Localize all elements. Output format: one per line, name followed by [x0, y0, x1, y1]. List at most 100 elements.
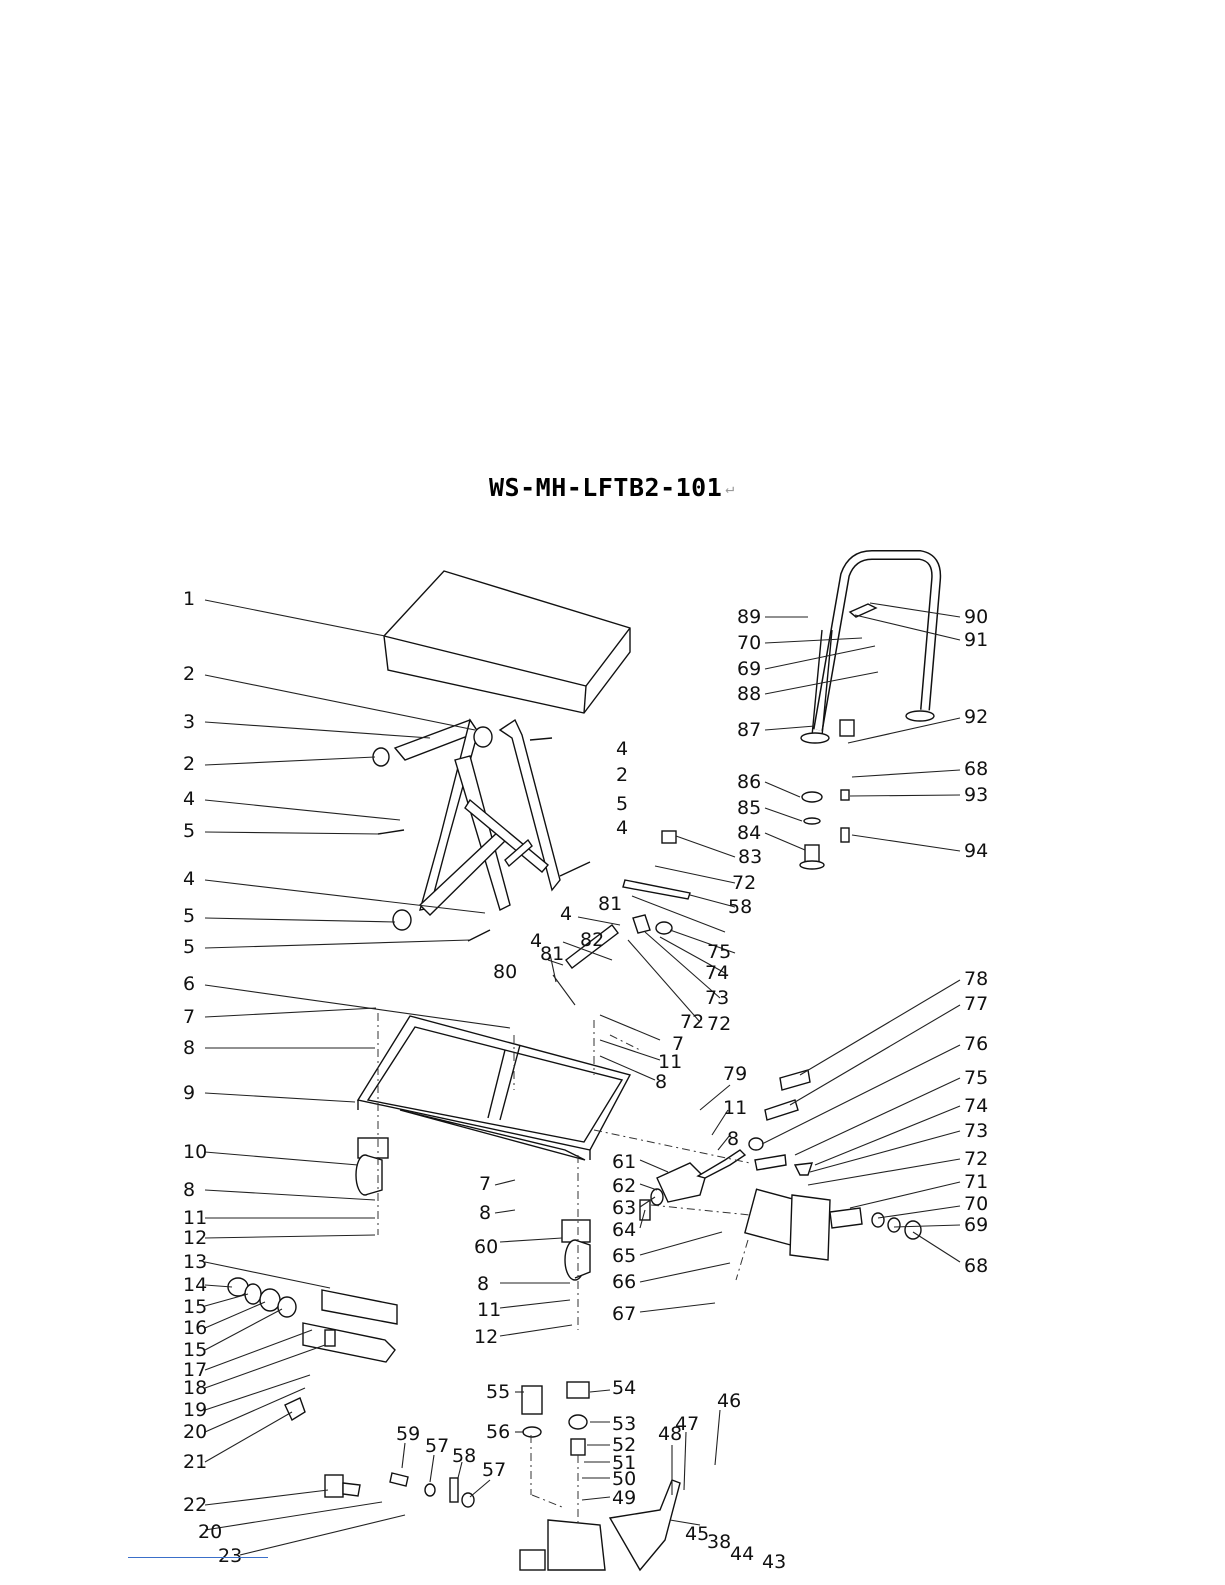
callout-number: 12 — [183, 1227, 207, 1249]
callout-number: 57 — [425, 1435, 449, 1457]
return-mark: ↵ — [725, 479, 735, 497]
callout-number: 94 — [964, 840, 988, 862]
callout-number: 61 — [612, 1151, 636, 1173]
callout-number: 7 — [672, 1033, 684, 1055]
callout-number: 20 — [198, 1521, 222, 1543]
hydraulic-cylinder — [744, 1188, 922, 1261]
callout-number: 72 — [732, 872, 756, 894]
callout-number: 2 — [183, 753, 195, 775]
callout-number: 80 — [493, 961, 517, 983]
callout-number: 76 — [964, 1033, 988, 1055]
callout-number: 5 — [183, 820, 195, 842]
callout-number: 74 — [964, 1095, 988, 1117]
callout-number: 4 — [560, 903, 572, 925]
callout-number: 4 — [616, 817, 628, 839]
callout-number: 88 — [737, 683, 761, 705]
callout-number: 54 — [612, 1377, 636, 1399]
callout-number: 13 — [183, 1251, 207, 1273]
alignment-lines — [377, 1013, 751, 1525]
callout-number: 46 — [717, 1390, 741, 1412]
callout-number: 78 — [964, 968, 988, 990]
callout-number: 87 — [737, 719, 761, 741]
callout-number: 2 — [183, 663, 195, 685]
callout-number: 57 — [482, 1459, 506, 1481]
callout-number: 58 — [728, 896, 752, 918]
callout-number: 38 — [707, 1531, 731, 1553]
callout-number: 79 — [723, 1063, 747, 1085]
callout-number: 1 — [183, 588, 195, 610]
callout-number: 65 — [612, 1245, 636, 1267]
valve-linkage — [565, 830, 691, 969]
callout-number: 58 — [452, 1445, 476, 1467]
rear-caster — [355, 1137, 389, 1196]
callout-number: 73 — [705, 987, 729, 1009]
callout-number: 91 — [964, 629, 988, 651]
callout-number: 3 — [183, 711, 195, 733]
callout-number: 8 — [655, 1071, 667, 1093]
callout-number: 81 — [540, 943, 564, 965]
callout-number: 75 — [707, 941, 731, 963]
callout-number: 5 — [183, 905, 195, 927]
callout-numbers: 1232454254455678910811121314151615171819… — [183, 588, 988, 1573]
callout-number: 56 — [486, 1421, 510, 1443]
callout-number: 44 — [730, 1543, 754, 1565]
callout-number: 4 — [183, 868, 195, 890]
callout-number: 49 — [612, 1487, 636, 1509]
callout-number: 7 — [183, 1006, 195, 1028]
callout-number: 5 — [183, 936, 195, 958]
table-platform — [383, 570, 631, 714]
callout-number: 4 — [530, 930, 542, 952]
callout-number: 10 — [183, 1141, 207, 1163]
callout-number: 81 — [598, 893, 622, 915]
footer-rule — [128, 1557, 268, 1558]
callout-number: 20 — [183, 1421, 207, 1443]
callout-number: 84 — [737, 822, 761, 844]
callout-number: 86 — [737, 771, 761, 793]
scissor-arms — [372, 718, 591, 942]
push-handle — [800, 550, 942, 744]
callout-number: 22 — [183, 1494, 207, 1516]
callout-number: 85 — [737, 797, 761, 819]
callout-number: 72 — [964, 1148, 988, 1170]
callout-number: 90 — [964, 606, 988, 628]
callout-number: 11 — [183, 1207, 207, 1229]
callout-number: 11 — [477, 1299, 501, 1321]
callout-number: 8 — [477, 1273, 489, 1295]
callout-number: 93 — [964, 784, 988, 806]
callout-number: 6 — [183, 973, 195, 995]
callout-number: 8 — [183, 1179, 195, 1201]
callout-number: 64 — [612, 1219, 636, 1241]
callout-number: 89 — [737, 606, 761, 628]
callout-number: 67 — [612, 1303, 636, 1325]
callout-number: 17 — [183, 1359, 207, 1381]
callout-number: 53 — [612, 1413, 636, 1435]
callout-number: 50 — [612, 1468, 636, 1490]
callout-number: 16 — [183, 1317, 207, 1339]
callout-number: 51 — [612, 1452, 636, 1474]
callout-number: 15 — [183, 1339, 207, 1361]
callout-number: 62 — [612, 1175, 636, 1197]
callout-number: 4 — [616, 738, 628, 760]
callout-number: 72 — [680, 1011, 704, 1033]
callout-number: 55 — [486, 1381, 510, 1403]
callout-number: 70 — [964, 1193, 988, 1215]
pedal-assembly — [639, 1069, 814, 1221]
callout-number: 48 — [658, 1423, 682, 1445]
callout-number: 18 — [183, 1377, 207, 1399]
callout-number: 5 — [616, 793, 628, 815]
callout-number: 63 — [612, 1197, 636, 1219]
callout-number: 52 — [612, 1434, 636, 1456]
callout-number: 77 — [964, 993, 988, 1015]
callout-number: 69 — [737, 658, 761, 680]
callout-number: 83 — [738, 846, 762, 868]
pump-components — [324, 1381, 681, 1572]
callout-number: 47 — [675, 1413, 699, 1435]
front-caster — [561, 1219, 591, 1281]
callout-number: 2 — [616, 764, 628, 786]
callout-number: 82 — [580, 929, 604, 951]
callout-number: 60 — [474, 1236, 498, 1258]
callout-number: 9 — [183, 1082, 195, 1104]
callout-number: 75 — [964, 1067, 988, 1089]
callout-number: 8 — [479, 1202, 491, 1224]
